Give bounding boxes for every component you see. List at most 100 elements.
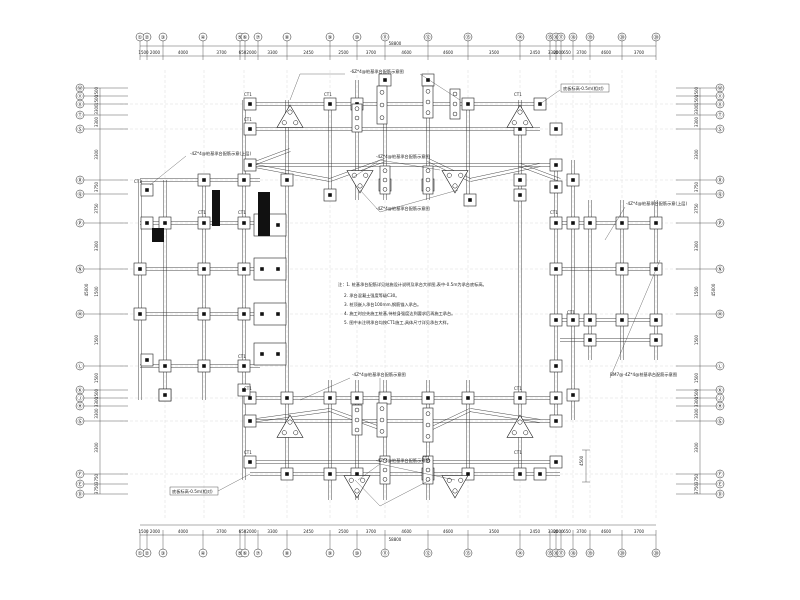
row-dim: 1500 (694, 86, 699, 97)
column-dim: 3700 (634, 529, 645, 534)
row-bubble: Ⓥ (77, 93, 82, 100)
column-bubble: ⑤ (238, 35, 242, 41)
column-bubble: ① (138, 35, 143, 41)
column-bubble: ⑰ (558, 34, 563, 41)
column-dim: 2000 (553, 529, 564, 534)
row-bubble: Ⓜ (77, 311, 82, 318)
column-dim: 2000 (553, 50, 564, 55)
column-bubble: ③ (161, 35, 165, 41)
cap-tag: CT1 (514, 386, 522, 391)
column-dim: 3500 (489, 50, 500, 55)
note-4: 4. 施工时应先施工桩基,待桩身强度达到要求后再施工承台。 (344, 310, 455, 317)
column-bubble: ⑮ (547, 550, 552, 557)
row-bubble: Ⓠ (77, 191, 82, 198)
column-bubble: ⑬ (465, 550, 470, 557)
row-bubble: Ⓣ (717, 112, 722, 119)
column-bubble: ③ (161, 551, 165, 557)
row-bubble: Ⓠ (717, 191, 722, 198)
column-bubble: ⑧ (285, 551, 290, 557)
row-dim: 3300 (94, 408, 99, 419)
row-dim: 1500 (694, 94, 699, 105)
column-dim: 2450 (303, 50, 314, 55)
note-1: 注：1. 桩基承台配筋详见结施设计说明及承台大样图,表中-0.5m为承台底标高。 (338, 281, 487, 288)
note-2: 2. 承台混凝土强度等级C30。 (344, 292, 399, 299)
cap-tag: CT1 (514, 450, 522, 455)
ground-beams (138, 80, 660, 500)
column-dim: 650 (239, 529, 247, 534)
cap-tag: CT1 (514, 92, 522, 97)
column-bubble: ⑫ (425, 34, 430, 41)
top-left-badge: 底板标高-0.5m(相对) (563, 85, 604, 92)
left-total-dim: 45000 (84, 283, 89, 296)
column-dim: 2000 (150, 529, 161, 534)
column-bubble: ⑦ (256, 551, 261, 557)
row-dim: 3750 (94, 483, 99, 494)
column-dim: 4600 (601, 529, 612, 534)
column-dim: 2500 (338, 529, 349, 534)
column-dim: 4000 (178, 529, 189, 534)
column-bubble: ⑳ (619, 550, 624, 557)
column-bubble: ⑰ (558, 550, 563, 557)
row-dim: 1500 (694, 372, 699, 383)
pile-caps (133, 73, 663, 499)
row-dim: 1500 (694, 334, 699, 345)
row-dim: 3750 (94, 203, 99, 214)
row-dim: 1500 (94, 286, 99, 297)
row-dim: 3750 (94, 181, 99, 192)
cap-tag: CT1 (324, 92, 332, 97)
column-dim: 3300 (267, 529, 278, 534)
callout-top-center: -6Z*4@桩基承台配筋示意图 (350, 68, 404, 75)
column-dim: 650 (563, 50, 571, 55)
row-bubble: Ⓙ (717, 395, 722, 402)
row-bubble: Ⓝ (717, 266, 722, 273)
row-bubble: Ⓔ (717, 481, 722, 488)
row-dim: 3300 (694, 104, 699, 115)
row-bubble: Ⓤ (77, 101, 82, 108)
row-bubble: Ⓔ (77, 481, 82, 488)
column-dim: 2450 (530, 529, 541, 534)
cap-tag: CT1 (134, 179, 142, 184)
column-bubble: ② (145, 551, 150, 557)
callout-center-upper: -4Z*4@桩基承台配筋示意图 (376, 153, 430, 160)
top-axis-bubbles: ①1500②2000③4000④3700⑤650⑥2000⑦3300⑧2450⑨… (135, 32, 661, 60)
row-bubble: Ⓖ (717, 418, 722, 425)
column-dim: 2500 (338, 50, 349, 55)
column-dim: 3700 (634, 50, 645, 55)
row-dim: 3300 (694, 408, 699, 419)
column-bubble: ① (138, 551, 143, 557)
column-dim: 3700 (366, 529, 377, 534)
column-dim: 4600 (601, 50, 612, 55)
column-bubble: ⑲ (587, 550, 592, 557)
column-bubble: ⑭ (517, 34, 522, 41)
row-dim: 3750 (94, 473, 99, 484)
column-bubble: ⑲ (587, 34, 592, 41)
row-bubble: Ⓤ (717, 101, 722, 108)
column-bubble: ⑥ (243, 551, 248, 557)
row-bubble: Ⓟ (717, 220, 722, 227)
row-bubble: Ⓖ (77, 418, 82, 425)
callout-right-upper: -4Z*4@桩基承台配筋示意(上层) (626, 200, 687, 207)
row-bubble: Ⓛ (77, 363, 82, 370)
column-dim: 4600 (443, 529, 454, 534)
row-dim: 1500 (94, 334, 99, 345)
column-dim: 1500 (138, 529, 149, 534)
row-dim: 3300 (94, 396, 99, 407)
row-dim: 3300 (94, 442, 99, 453)
row-dim: 3750 (694, 203, 699, 214)
row-bubble: Ⓦ (77, 85, 82, 92)
row-bubble: Ⓢ (77, 126, 82, 133)
row-dim: 3300 (694, 240, 699, 251)
column-bubble: ⑫ (425, 550, 430, 557)
callout-center-lower: -4Z*4@桩基承台配筋示意图 (376, 205, 430, 212)
row-dim: 1500 (694, 388, 699, 399)
column-dim: 4600 (443, 50, 454, 55)
row-dim: 3300 (694, 149, 699, 160)
column-dim: 3700 (366, 50, 377, 55)
row-dim: 3750 (694, 181, 699, 192)
callout-bottom-center: -4Z*4@桩基承台配筋示意图 (352, 371, 406, 378)
column-bubble: ⑯ (553, 34, 558, 41)
note-5: 5. 图中未注明承台均按CT1施工,具体尺寸详见承台大样。 (344, 319, 451, 326)
row-dim: 1500 (94, 86, 99, 97)
row-bubble: Ⓜ (717, 311, 722, 318)
